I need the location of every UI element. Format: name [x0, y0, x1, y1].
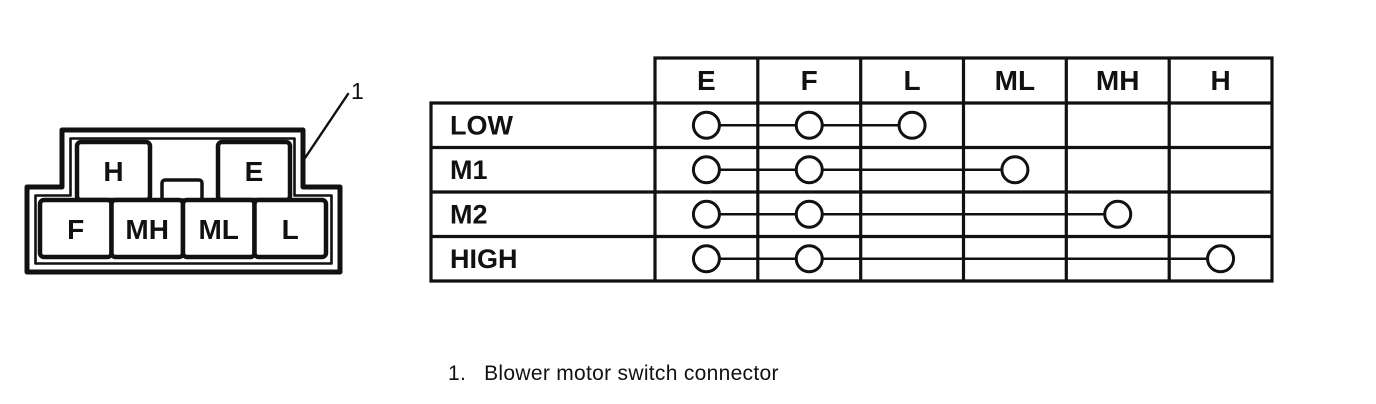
continuity-circle-low-l — [897, 110, 927, 140]
connector-pin-ml: ML — [180, 197, 257, 260]
continuity-marks-layer — [691, 110, 1236, 274]
continuity-circle-low-e — [691, 110, 721, 140]
column-header-e: E — [697, 65, 716, 96]
pin-mh-label: MH — [125, 214, 169, 245]
row-label-m2: M2 — [450, 200, 488, 230]
continuity-table: E F L ML MH H LOW M1 M2 HIGH — [429, 56, 1274, 283]
pin-f-label: F — [67, 214, 84, 245]
caption-index: 1. — [448, 362, 467, 385]
connector-pin-h: H — [74, 139, 153, 203]
column-header-mh: MH — [1096, 65, 1140, 96]
pin-ml-label: ML — [198, 214, 238, 245]
column-header-f: F — [801, 65, 818, 96]
caption-text: Blower motor switch connector — [484, 362, 779, 385]
connector-pin-e: E — [215, 139, 293, 203]
figure-caption: 1. Blower motor switch connector — [448, 362, 779, 386]
pin-l-label: L — [282, 214, 299, 245]
connector-pin-l: L — [252, 197, 329, 260]
blower-switch-connector-diagram: 1 H E F MH ML L — [24, 78, 364, 275]
continuity-circle-m2-mh — [1103, 199, 1133, 229]
connector-inner-outline — [34, 137, 333, 265]
continuity-circle-high-f — [794, 244, 824, 274]
column-header-l: L — [904, 65, 921, 96]
row-label-low: LOW — [450, 111, 513, 141]
connector-pin-f: F — [37, 197, 114, 260]
row-label-high: HIGH — [450, 244, 518, 274]
row-label-m1: M1 — [450, 155, 488, 185]
pin-l-cavity — [252, 197, 329, 260]
continuity-circle-high-e — [691, 244, 721, 274]
pin-h-label: H — [103, 156, 123, 187]
pin-e-label: E — [245, 156, 264, 187]
column-header-h: H — [1210, 65, 1230, 96]
continuity-circle-m1-f — [794, 155, 824, 185]
continuity-circle-high-h — [1206, 244, 1236, 274]
connector-keying-tab — [160, 178, 204, 202]
continuity-circle-low-f — [794, 110, 824, 140]
column-header-ml: ML — [995, 65, 1035, 96]
continuity-circle-m1-e — [691, 155, 721, 185]
connector-pin-mh: MH — [109, 197, 186, 260]
continuity-circle-m2-f — [794, 199, 824, 229]
continuity-circle-m2-e — [691, 199, 721, 229]
callout-number: 1 — [351, 78, 364, 104]
continuity-circle-m1-ml — [1000, 155, 1030, 185]
callout-leader-line — [303, 92, 350, 160]
